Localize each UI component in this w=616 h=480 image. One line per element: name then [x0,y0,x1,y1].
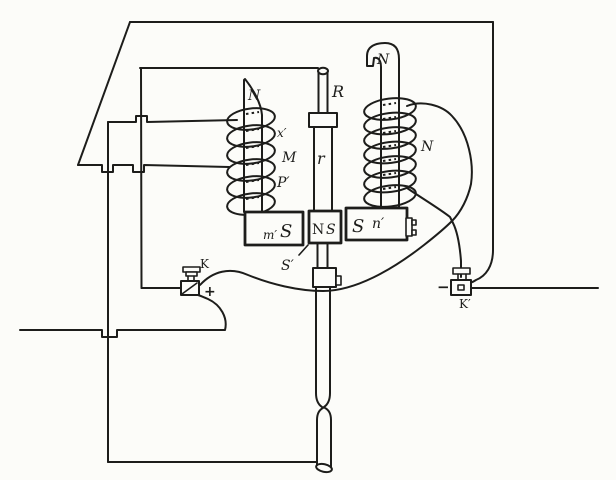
collar-screw [335,275,342,286]
label-S-prime: S′ [281,258,295,274]
label-M: M [281,150,297,166]
label-key-K-prime: K′ [459,297,471,311]
rod-top-cap [317,66,329,76]
rod-collar-lower [312,267,337,288]
wire-mid-left [77,164,230,173]
label-right-coil-pole: N [376,52,390,68]
key-kprime-contact [457,284,465,291]
right-coil-core [366,42,400,209]
block-middle [307,209,343,245]
label-left-coil-pole: N [247,88,261,104]
wire-right-edge [467,21,494,284]
frame-wires [19,21,599,463]
right-coil-turns [363,97,417,208]
rod-collar-upper [308,112,338,128]
wire-coil-feed [107,115,238,123]
key-kprime-thumb-bar [452,267,471,275]
wire-coil-to-kprime [406,187,462,278]
rod-body [313,126,333,213]
magnet-blocks [243,206,417,256]
left-coil-hidden-wire-dots [245,111,260,200]
label-mid-S: S [326,222,336,238]
block-right-tab [405,217,417,237]
labels: N x′ M P′ R r N N m′ S N S S n′ S′ K + K… [200,52,471,311]
key-k-nut [185,271,198,277]
key-kprime-body [450,279,472,296]
wire-inner-left [140,67,143,289]
right-coil-hidden-wire-dots [382,102,397,190]
label-rod-R: R [331,82,344,101]
wire-slant-edge [77,21,131,166]
key-k-lever [181,282,198,295]
center-rod [308,66,342,474]
label-x-prime: x′ [277,126,287,140]
label-n-prime: n′ [372,216,385,232]
block-left [243,210,305,247]
label-key-K: K [200,257,210,271]
drop-tube-upper [315,286,331,408]
key-kprime [450,267,472,296]
label-m-prime: m′ [263,228,277,242]
wire-external-left [19,292,227,338]
drop-tube-mouth [315,462,333,474]
label-rod-r: r [317,149,326,168]
drop-tube-lower [316,407,332,468]
rod-lower-segment [316,242,329,269]
minus-sign: − [437,278,450,296]
label-mid-N: N [312,222,324,238]
key-k [180,266,201,296]
label-right-S: S [352,216,364,237]
label-P-prime: P′ [276,175,290,191]
label-left-S: S [280,221,292,242]
s-prime-leader [298,244,309,256]
label-right-coil-N: N [420,139,434,155]
right-coil [363,42,417,209]
rod-thin-tube [317,71,329,114]
wire-k-to-coil [199,102,473,292]
plus-sign: + [204,284,216,300]
